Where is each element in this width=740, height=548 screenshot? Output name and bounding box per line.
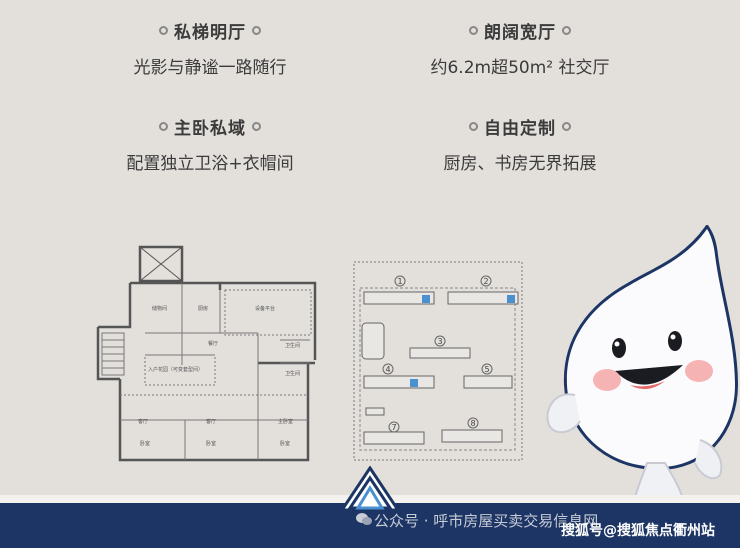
feature-desc: 配置独立卫浴+衣帽间 [126,154,294,174]
feature-custom: 自由定制 厨房、书房无界拓展 [370,114,670,174]
room-label: 厨房 [198,305,208,312]
stall-number: 7 [391,423,396,432]
feature-desc: 约6.2m超50m² 社交厅 [430,58,610,78]
watermark-sohu: 搜狐号@搜狐焦点衢州站 [561,523,715,539]
bullet-icon [562,122,571,131]
bullet-icon [159,26,168,35]
stall-number: 4 [385,365,390,374]
stall-number: 3 [437,337,442,346]
water-drop-mascot [546,225,739,515]
feature-private-elevator: 私梯明厅 光影与静谧一路随行 [60,18,360,78]
feature-desc: 光影与静谧一路随行 [133,58,287,78]
room-label: 客厅 [138,418,148,425]
stall-number: 2 [483,277,488,286]
feature-title: 朗阔宽厅 [484,23,556,43]
feature-title: 主卧私域 [174,119,246,139]
room-label: 设备平台 [255,305,275,312]
stall-number: 1 [397,277,402,286]
bullet-icon [469,26,478,35]
feature-living-room: 朗阔宽厅 约6.2m超50m² 社交厅 [370,18,670,78]
room-label: 入户花园（可变套型间） [148,366,203,373]
room-label: 客厅 [206,418,216,425]
room-label: 卧室 [140,440,150,447]
room-label: 主卧室 [278,418,293,425]
feature-title: 自由定制 [484,119,556,139]
wechat-icon [356,513,372,525]
stall-number: 5 [484,365,489,374]
room-label: 储物间 [152,305,167,312]
bullet-icon [252,122,261,131]
room-label: 卫生间 [285,370,300,377]
feature-desc: 厨房、书房无界拓展 [443,154,597,174]
bullet-icon [469,122,478,131]
feature-title: 私梯明厅 [174,23,246,43]
floor-plan: 储物间 厨房 设备平台 餐厅 卫生间 卫生间 入户花园（可变套型间） 客厅 客厅… [96,245,317,462]
brand-logo [340,466,400,512]
feature-master-bedroom: 主卧私域 配置独立卫浴+衣帽间 [60,114,360,174]
room-label: 卫生间 [285,342,300,349]
room-label: 卧室 [206,440,216,447]
bullet-icon [252,26,261,35]
watermark-account: 公众号 · 呼市房屋买卖交易信息网 [374,512,599,530]
bullet-icon [562,26,571,35]
bullet-icon [159,122,168,131]
room-label: 卧室 [280,440,290,447]
alternate-plan: 1 2 3 4 5 6 7 8 [353,261,523,461]
room-label: 餐厅 [208,340,218,347]
stall-number: 8 [470,419,475,428]
